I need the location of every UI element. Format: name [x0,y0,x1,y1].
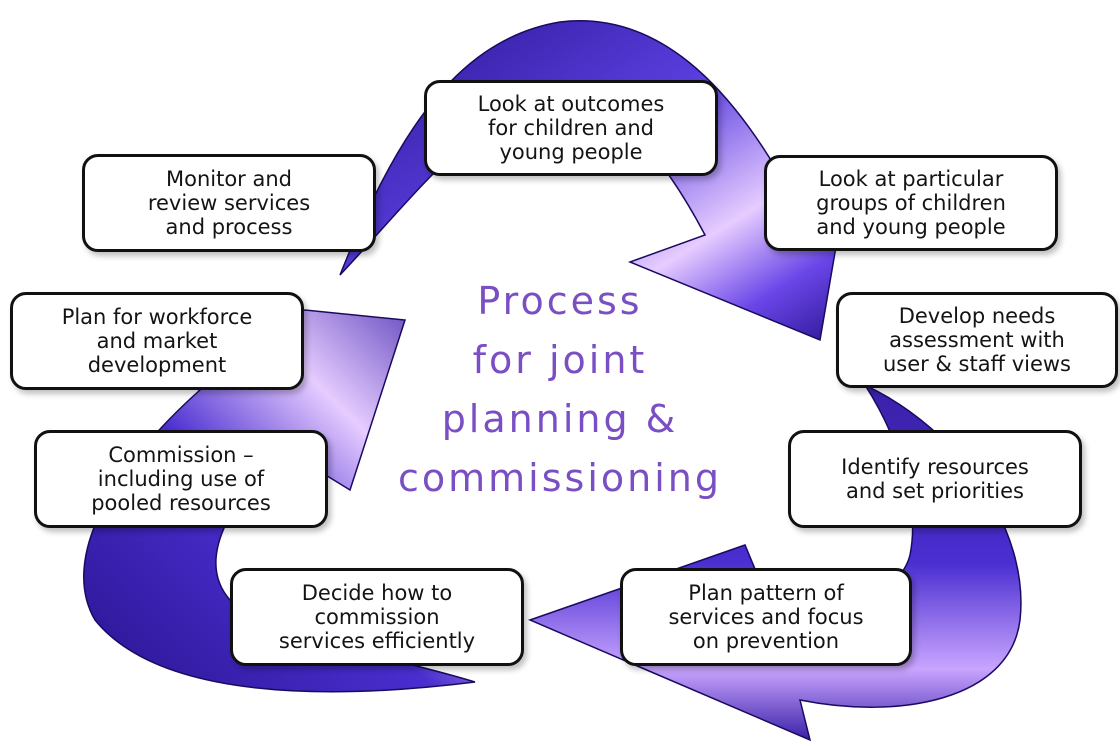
step-label: Decide how to commission services effici… [278,581,476,653]
step-look-at-outcomes: Look at outcomes for children and young … [424,80,718,176]
step-identify-resources: Identify resources and set priorities [788,430,1082,528]
step-decide-commission: Decide how to commission services effici… [230,568,524,666]
step-label: Look at outcomes for children and young … [477,92,665,164]
step-label: Plan for workforce and market developmen… [61,305,253,377]
step-label: Identify resources and set priorities [841,455,1029,503]
step-plan-pattern: Plan pattern of services and focus on pr… [620,568,912,666]
step-label: Develop needs assessment with user & sta… [882,304,1071,376]
step-needs-assessment: Develop needs assessment with user & sta… [836,292,1118,388]
step-label: Commission – including use of pooled res… [91,443,271,515]
step-plan-workforce: Plan for workforce and market developmen… [10,292,304,390]
diagram-title: Process for joint planning & commissioni… [398,279,722,500]
step-label: Look at particular groups of children an… [816,167,1006,239]
step-monitor-review: Monitor and review services and process [82,154,376,252]
step-look-at-groups: Look at particular groups of children an… [764,155,1058,251]
step-label: Monitor and review services and process [147,167,311,239]
step-commission: Commission – including use of pooled res… [34,430,328,528]
step-label: Plan pattern of services and focus on pr… [668,581,864,653]
